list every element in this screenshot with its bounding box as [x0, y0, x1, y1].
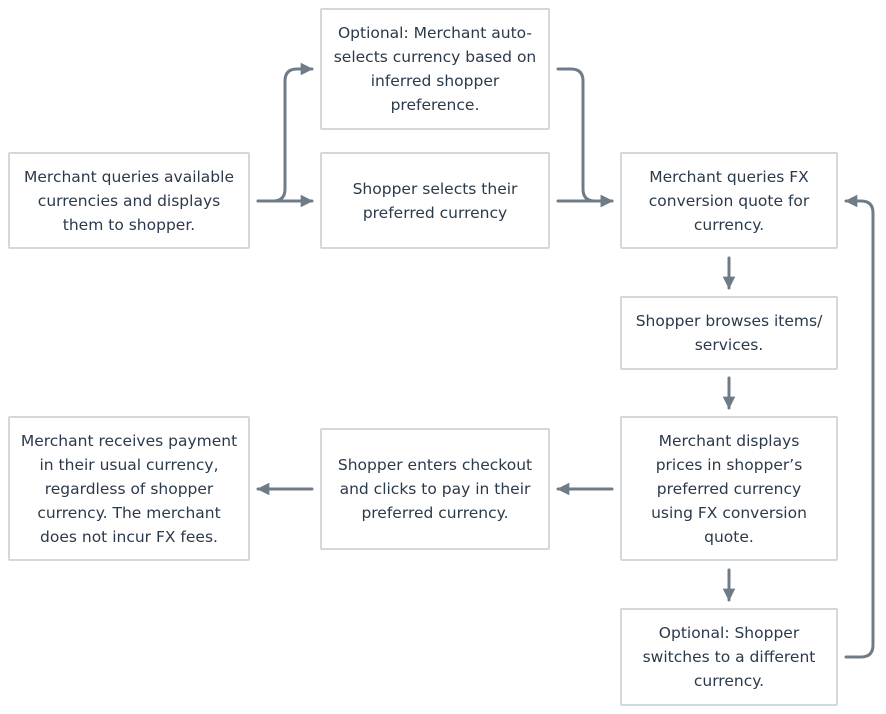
arrow-start-to-auto-select — [256, 62, 314, 203]
node-merchant-queries-currencies: Merchant queries available currencies an… — [8, 152, 250, 249]
node-shopper-browses: Shopper browses items/ services. — [620, 296, 838, 370]
node-label: Optional: Merchant auto- selects currenc… — [333, 24, 537, 114]
arrow-switch-loop-to-fx-query — [844, 194, 875, 659]
node-shopper-selects-currency: Shopper selects their preferred currency — [320, 152, 550, 249]
node-label: Shopper selects their preferred currency — [352, 179, 518, 222]
node-merchant-displays-prices: Merchant displays prices in shopper’s pr… — [620, 416, 838, 561]
node-merchant-receives-payment: Merchant receives payment in their usual… — [8, 416, 250, 561]
node-label: Merchant queries available currencies an… — [24, 167, 234, 234]
node-label: Merchant queries FX conversion quote for… — [648, 167, 810, 234]
node-shopper-enters-checkout: Shopper enters checkout and clicks to pa… — [320, 428, 550, 550]
node-label: Optional: Shopper switches to a differen… — [642, 624, 816, 690]
node-label: Shopper browses items/ services. — [635, 312, 823, 354]
node-merchant-queries-fx: Merchant queries FX conversion quote for… — [620, 152, 838, 249]
node-label: Merchant displays prices in shopper’s pr… — [651, 431, 807, 546]
arrow-auto-select-to-fx-query — [556, 67, 614, 208]
node-label: Shopper enters checkout and clicks to pa… — [337, 456, 533, 522]
node-shopper-switches-currency: Optional: Shopper switches to a differen… — [620, 608, 838, 706]
node-label: Merchant receives payment in their usual… — [20, 431, 238, 546]
node-merchant-auto-selects: Optional: Merchant auto- selects currenc… — [320, 8, 550, 130]
